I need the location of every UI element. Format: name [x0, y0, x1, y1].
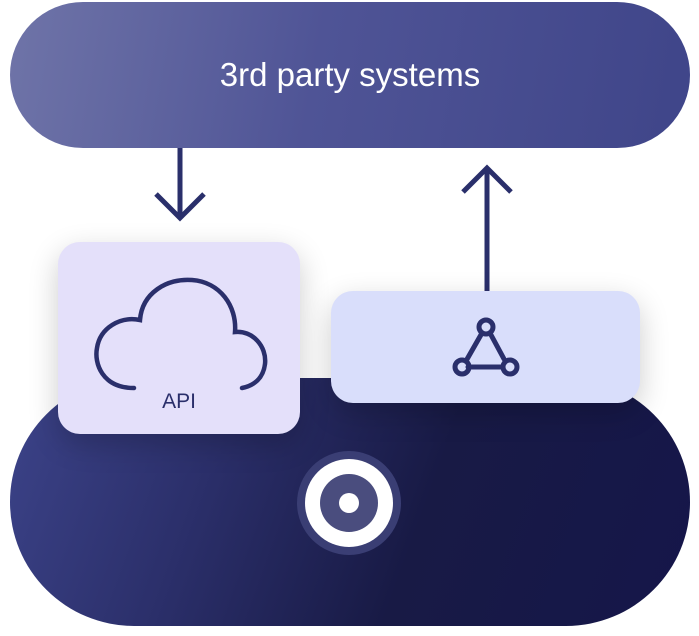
arrow-up-icon: [461, 164, 513, 292]
third-party-label: 3rd party systems: [219, 56, 481, 93]
webhook-card: [331, 291, 640, 403]
platform-logo-icon: [297, 451, 401, 555]
third-party-systems: 3rd party systems: [10, 2, 690, 148]
webhook-icon: [452, 317, 520, 377]
api-card: API: [58, 242, 300, 434]
cloud-icon: [94, 277, 268, 391]
api-label: API: [162, 390, 196, 413]
arrow-down-icon: [154, 148, 206, 222]
